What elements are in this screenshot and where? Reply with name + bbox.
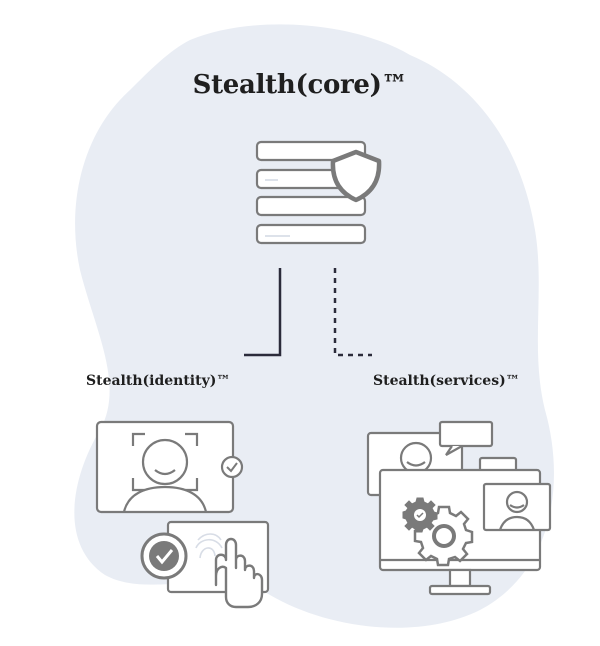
- identity-label: Stealth(identity)™: [86, 373, 231, 389]
- mini-video-window-icon: [482, 482, 552, 532]
- gear-icon: [402, 497, 474, 567]
- chat-bubble-icon: [438, 420, 494, 456]
- fingerprint-icon: [195, 533, 223, 559]
- page-title: Stealth(core)™: [192, 70, 408, 100]
- touch-hand-icon: [214, 537, 264, 609]
- big-checkmark-icon: [140, 532, 188, 580]
- face-scan-monitor-icon: [95, 420, 235, 514]
- checkmark-badge-icon: [220, 455, 244, 479]
- connector-solid: [244, 268, 282, 357]
- shield-icon: [330, 149, 382, 203]
- connector-dashed: [333, 268, 372, 357]
- services-label: Stealth(services)™: [373, 373, 520, 389]
